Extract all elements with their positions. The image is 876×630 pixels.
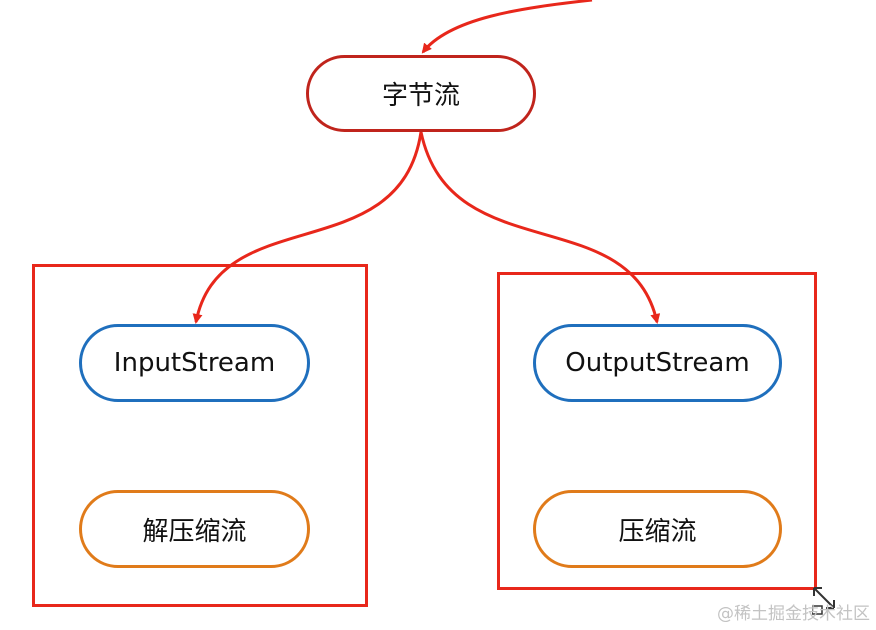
watermark: @稀土掘金技术社区: [717, 604, 870, 624]
compress-stream-node: 压缩流: [533, 490, 782, 568]
decompress-stream-node: 解压缩流: [79, 490, 310, 568]
root-node-byte-stream: 字节流: [306, 55, 536, 132]
outputstream-node: OutputStream: [533, 324, 782, 402]
arrow-to-outputstream: [419, 131, 661, 324]
arrow-to-inputstream: [192, 131, 423, 324]
resize-cursor-icon: [811, 586, 838, 620]
input-group-box: [32, 264, 368, 607]
inputstream-node: InputStream: [79, 324, 310, 402]
incoming-arrow: [421, 0, 593, 54]
output-group-box: [497, 272, 817, 590]
